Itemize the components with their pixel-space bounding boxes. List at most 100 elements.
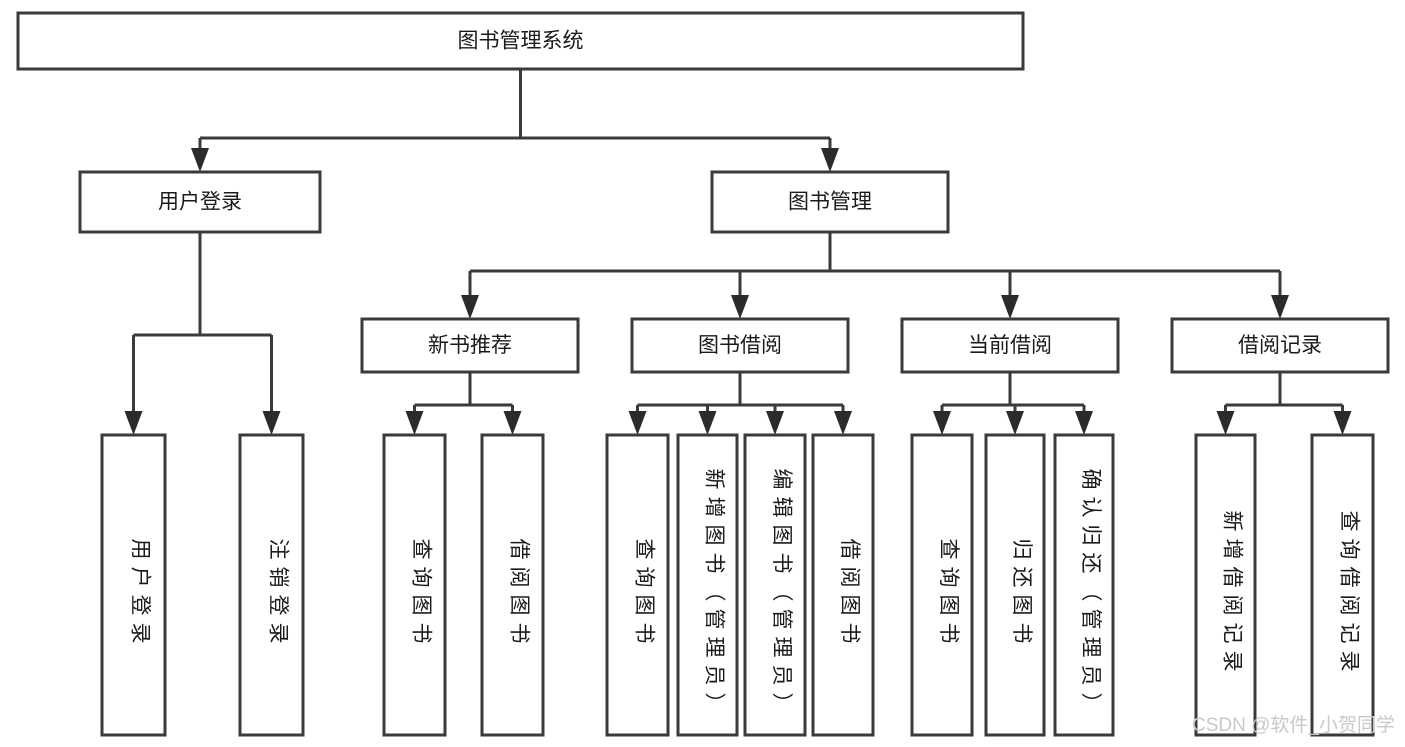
node-label-new-book-recommend: 新书推荐: [428, 334, 512, 357]
node-label-char: 记: [1221, 623, 1244, 644]
node-label-char: 员: [770, 665, 793, 686]
arrow-head-icon: [124, 411, 143, 435]
node-label-char: 查: [410, 539, 433, 560]
node-label-char: 图: [838, 595, 861, 616]
node-label-char: 借: [838, 539, 861, 560]
node-box-leaf-logout[interactable]: [238, 433, 305, 737]
node-box-leaf-edit-book[interactable]: [743, 433, 807, 737]
node-label-char: 书: [1010, 623, 1033, 644]
node-box-leaf-borrow-book-2[interactable]: [811, 433, 875, 737]
node-label-char: 还: [1010, 567, 1033, 588]
node-label-book-management: 图书管理: [788, 191, 872, 214]
node-leaf-borrow-book-1[interactable]: 借阅图书借阅图书: [480, 433, 545, 737]
node-label-char: 书: [937, 623, 960, 644]
node-label-char: 询: [410, 567, 433, 588]
node-box-current-borrow[interactable]: [900, 317, 1120, 374]
node-book-management[interactable]: 图书管理: [710, 170, 950, 234]
node-box-leaf-borrow-book-1[interactable]: [480, 433, 545, 737]
node-label-char: 询: [1338, 539, 1361, 560]
node-label-char: 录: [267, 623, 290, 644]
node-label-char: 登: [129, 595, 152, 616]
arrow-head-icon: [1333, 411, 1352, 435]
node-label-char: 用: [129, 539, 152, 560]
node-box-leaf-add-book[interactable]: [676, 433, 739, 737]
connectors-layer: [124, 69, 1352, 435]
nodes-layer: 图书管理系统用户登录图书管理新书推荐图书借阅当前借阅借阅记录用户登录用户登录注销…: [16, 11, 1390, 737]
node-borrow-record[interactable]: 借阅记录: [1170, 317, 1390, 374]
node-label-char: 图: [508, 595, 531, 616]
node-box-leaf-add-record[interactable]: [1194, 433, 1257, 737]
node-leaf-query-record[interactable]: 查询借阅记录查询借阅记录: [1310, 433, 1375, 737]
node-label-char: 书: [703, 553, 726, 574]
node-label-char: 书: [508, 623, 531, 644]
node-label-char: 图: [703, 525, 726, 546]
node-leaf-query-book-2[interactable]: 查询图书查询图书: [605, 433, 670, 737]
node-label-char: 书: [770, 553, 793, 574]
node-label-char: 询: [633, 567, 656, 588]
node-leaf-query-book-1[interactable]: 查询图书查询图书: [382, 433, 447, 737]
node-label-char: 员: [703, 665, 726, 686]
node-label-char: 查: [937, 539, 960, 560]
node-box-book-management[interactable]: [710, 170, 950, 234]
node-label-char: 查: [633, 539, 656, 560]
node-leaf-query-book-3[interactable]: 查询图书查询图书: [910, 433, 974, 737]
arrow-head-icon: [628, 411, 647, 435]
node-box-leaf-query-book-2[interactable]: [605, 433, 670, 737]
node-box-leaf-confirm-return[interactable]: [1053, 433, 1115, 737]
node-box-leaf-query-record[interactable]: [1310, 433, 1375, 737]
node-label-current-borrow: 当前借阅: [968, 334, 1052, 357]
node-label-char: （: [1079, 581, 1102, 602]
watermark-label: CSDN @软件_小贺同学: [1192, 714, 1395, 736]
node-label-char: 管: [1079, 609, 1102, 630]
arrow-head-icon: [191, 148, 209, 172]
node-label-char: 辑: [770, 497, 793, 518]
node-box-leaf-user-login[interactable]: [100, 433, 167, 737]
node-label-book-borrow: 图书借阅: [698, 334, 782, 357]
arrow-head-icon: [1001, 295, 1019, 319]
node-leaf-borrow-book-2[interactable]: 借阅图书借阅图书: [811, 433, 875, 737]
node-label-char: 登: [267, 595, 290, 616]
node-label-char: 新: [703, 469, 726, 490]
node-leaf-return-book[interactable]: 归还图书归还图书: [984, 433, 1046, 737]
node-label-root: 图书管理系统: [458, 30, 584, 53]
node-label-borrow-record: 借阅记录: [1238, 334, 1322, 357]
node-box-leaf-return-book[interactable]: [984, 433, 1046, 737]
node-label-char: 还: [1079, 553, 1102, 574]
node-root[interactable]: 图书管理系统: [16, 11, 1025, 71]
arrow-head-icon: [933, 411, 951, 435]
node-label-char: 记: [1338, 623, 1361, 644]
node-new-book-recommend[interactable]: 新书推荐: [360, 317, 580, 374]
node-label-char: ）: [1079, 693, 1102, 714]
arrow-head-icon: [766, 411, 784, 435]
node-label-char: 注: [267, 539, 290, 560]
node-box-book-borrow[interactable]: [630, 317, 850, 374]
node-leaf-add-record[interactable]: 新增借阅记录新增借阅记录: [1194, 433, 1257, 737]
node-label-char: 录: [1338, 651, 1361, 672]
arrow-head-icon: [1006, 411, 1024, 435]
node-box-borrow-record[interactable]: [1170, 317, 1390, 374]
node-leaf-logout[interactable]: 注销登录注销登录: [238, 433, 305, 737]
node-label-char: 借: [508, 539, 531, 560]
node-box-user-login[interactable]: [78, 170, 322, 234]
node-box-leaf-query-book-3[interactable]: [910, 433, 974, 737]
node-label-char: 图: [937, 595, 960, 616]
node-label-char: 图: [770, 525, 793, 546]
node-label-char: 归: [1079, 525, 1102, 546]
node-leaf-user-login[interactable]: 用户登录用户登录: [100, 433, 167, 737]
node-current-borrow[interactable]: 当前借阅: [900, 317, 1120, 374]
node-label-char: 书: [410, 623, 433, 644]
node-box-new-book-recommend[interactable]: [360, 317, 580, 374]
node-box-root[interactable]: [16, 11, 1025, 71]
node-user-login[interactable]: 用户登录: [78, 170, 322, 234]
node-book-borrow[interactable]: 图书借阅: [630, 317, 850, 374]
node-label-char: 编: [770, 469, 793, 490]
node-box-leaf-query-book-1[interactable]: [382, 433, 447, 737]
arrow-head-icon: [698, 411, 717, 435]
node-label-char: 管: [703, 609, 726, 630]
arrow-head-icon: [1075, 411, 1093, 435]
arrow-head-icon: [731, 295, 749, 319]
